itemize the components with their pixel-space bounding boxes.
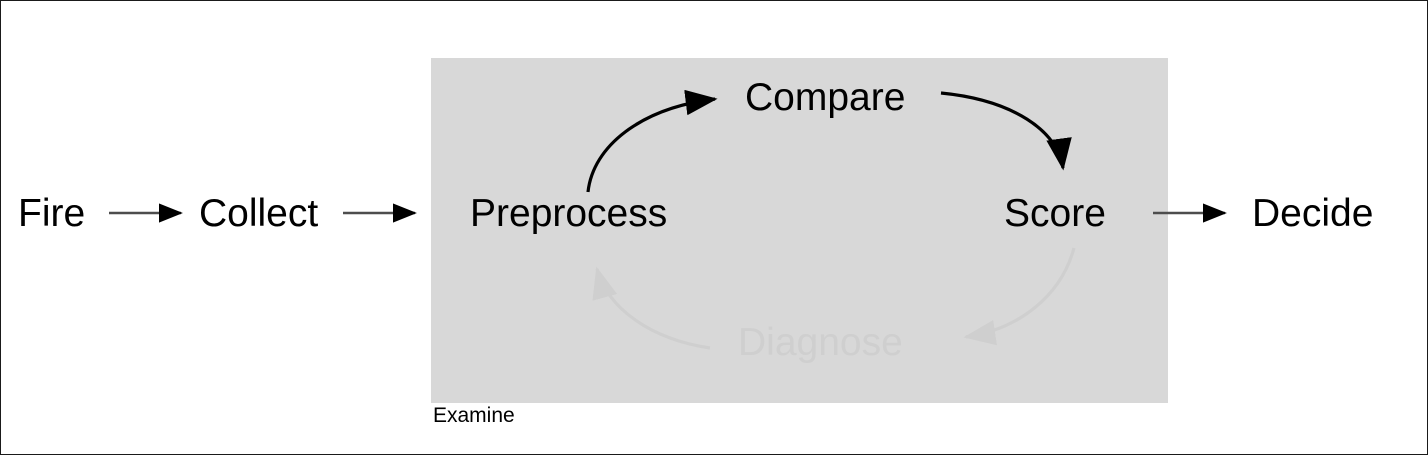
node-compare[interactable]: Compare <box>745 76 906 119</box>
node-fire[interactable]: Fire <box>18 192 86 235</box>
node-preprocess[interactable]: Preprocess <box>470 192 668 235</box>
node-diagnose[interactable]: Diagnose <box>738 321 903 364</box>
node-decide[interactable]: Decide <box>1252 192 1374 235</box>
node-collect[interactable]: Collect <box>199 192 319 235</box>
examine-cluster-label: Examine <box>433 404 515 427</box>
node-score[interactable]: Score <box>1004 192 1106 235</box>
